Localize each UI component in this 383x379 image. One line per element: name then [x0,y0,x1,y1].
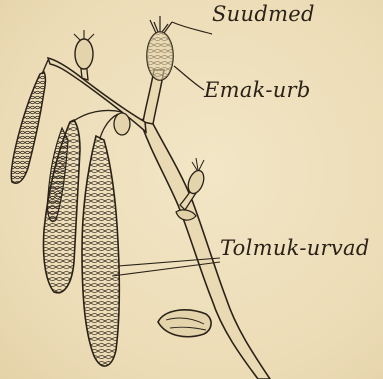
leader-line-female [174,66,204,90]
twig-bud [75,39,93,69]
left-branch [48,58,146,132]
side-bud-tip-icon [192,158,204,170]
catkin-left [11,72,45,183]
label-female-catkin: Emak-urb [204,78,311,102]
label-stigmas: Suudmed [212,2,315,26]
twig-bud-tip-icon [74,30,94,40]
stigmas-icon [150,16,172,33]
catkin-male-2 [82,136,119,366]
junction-bud [114,113,130,135]
leader-line-stigmas [172,22,212,34]
female-bud-fill [147,32,173,80]
catkin-left-stalk [42,60,48,74]
label-male-catkins: Tolmuk-urvad [220,236,370,260]
